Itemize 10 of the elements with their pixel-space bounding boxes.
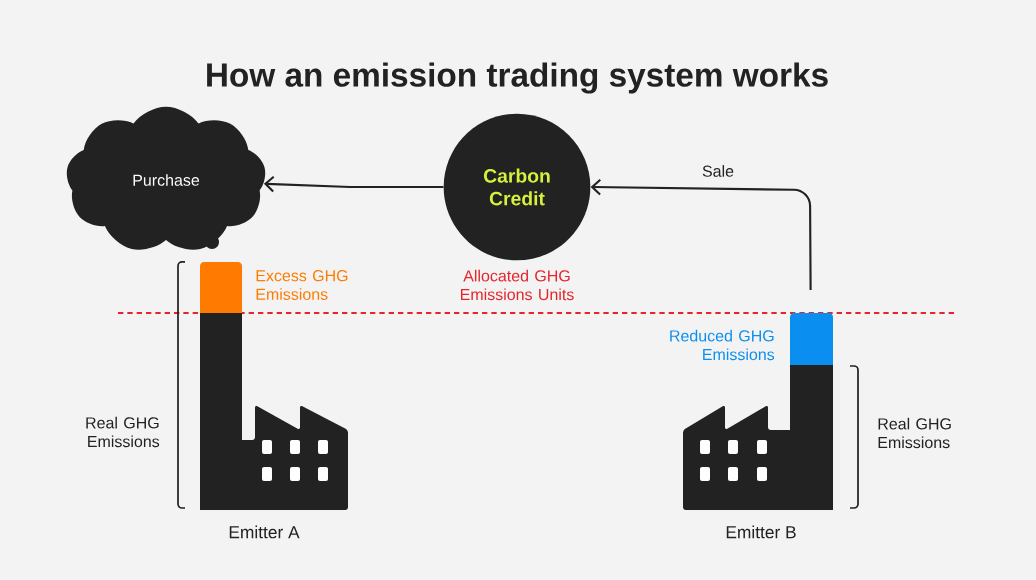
title: How an emission trading system works [207, 62, 828, 94]
annotation-text: Real GHG Emissions [86, 416, 160, 448]
annotation-text: Excess GHG Emissions [256, 270, 348, 300]
node-label: Emitter B [726, 525, 796, 539]
arrow [590, 179, 812, 291]
annotation-text: Reduced GHG Emissions [670, 329, 775, 361]
node-label: Emitter A [229, 525, 300, 539]
arrow [263, 175, 444, 193]
annotation-text: Real GHG Emissions [878, 417, 951, 449]
smoke-cloud: Purchase [66, 106, 266, 250]
